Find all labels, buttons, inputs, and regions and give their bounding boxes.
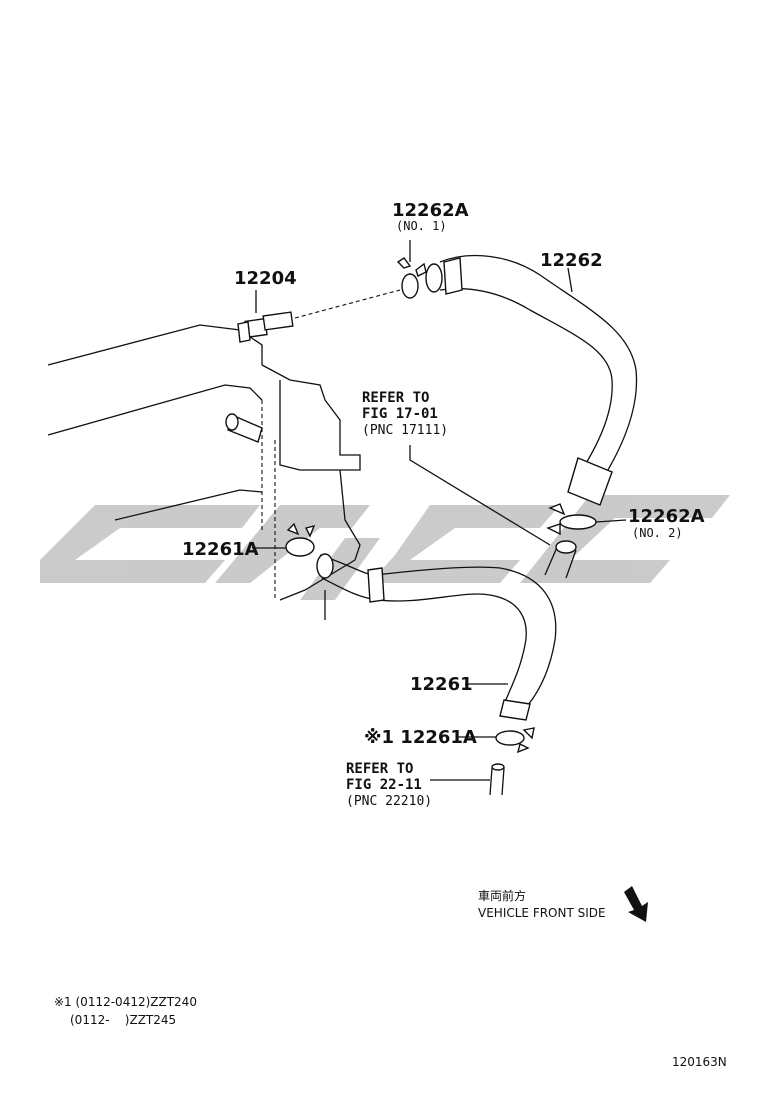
figure-id: 120163N	[672, 1055, 727, 1069]
label-12262a-no2: 12262A	[628, 506, 705, 527]
front-direction-arrow-icon	[624, 886, 648, 922]
clamp-12261a-left	[252, 522, 316, 557]
ref2-line1: REFER TO	[346, 761, 413, 777]
ref2-line3: (PNC 22210)	[346, 794, 432, 809]
ref1-line1: REFER TO	[362, 390, 429, 406]
label-12261a-left: 12261A	[182, 539, 259, 560]
ref1-line3: (PNC 17111)	[362, 423, 448, 438]
valve-to-clamp-dashed-line	[294, 289, 401, 319]
label-12262: 12262	[540, 250, 603, 271]
label-12261a-marked: ※1 12261A	[364, 727, 477, 748]
watermark-logo	[40, 495, 730, 600]
label-12262a-no1: 12262A	[392, 200, 469, 221]
engine-pipe-stub	[225, 413, 263, 443]
clamp-12262a-no1	[396, 240, 427, 299]
pcv-valve-12204	[237, 290, 294, 343]
pipe-to-fig-22-11	[430, 763, 505, 796]
clamp-12261a-marked	[458, 727, 535, 754]
label-12261: 12261	[410, 674, 473, 695]
footnote-line1: ※1 (0112-0412)ZZT240	[54, 995, 197, 1009]
hose-12261	[316, 553, 557, 721]
direction-label-en: VEHICLE FRONT SIDE	[478, 906, 606, 920]
hose-12262	[425, 254, 638, 506]
engine-block	[47, 324, 361, 620]
footnote-line2: (0112- )ZZT245	[70, 1013, 176, 1027]
label-12204: 12204	[234, 268, 297, 289]
ref2-line2: FIG 22-11	[346, 777, 422, 793]
label-12262a-no1-sub: (NO. 1)	[396, 219, 447, 233]
direction-label-jp: 車両前方	[478, 888, 526, 903]
label-12262a-no2-sub: (NO. 2)	[632, 526, 683, 540]
pipe-to-fig-17-01	[409, 445, 577, 579]
ref1-line2: FIG 17-01	[362, 406, 438, 422]
clamp-12262a-no2	[546, 503, 627, 536]
